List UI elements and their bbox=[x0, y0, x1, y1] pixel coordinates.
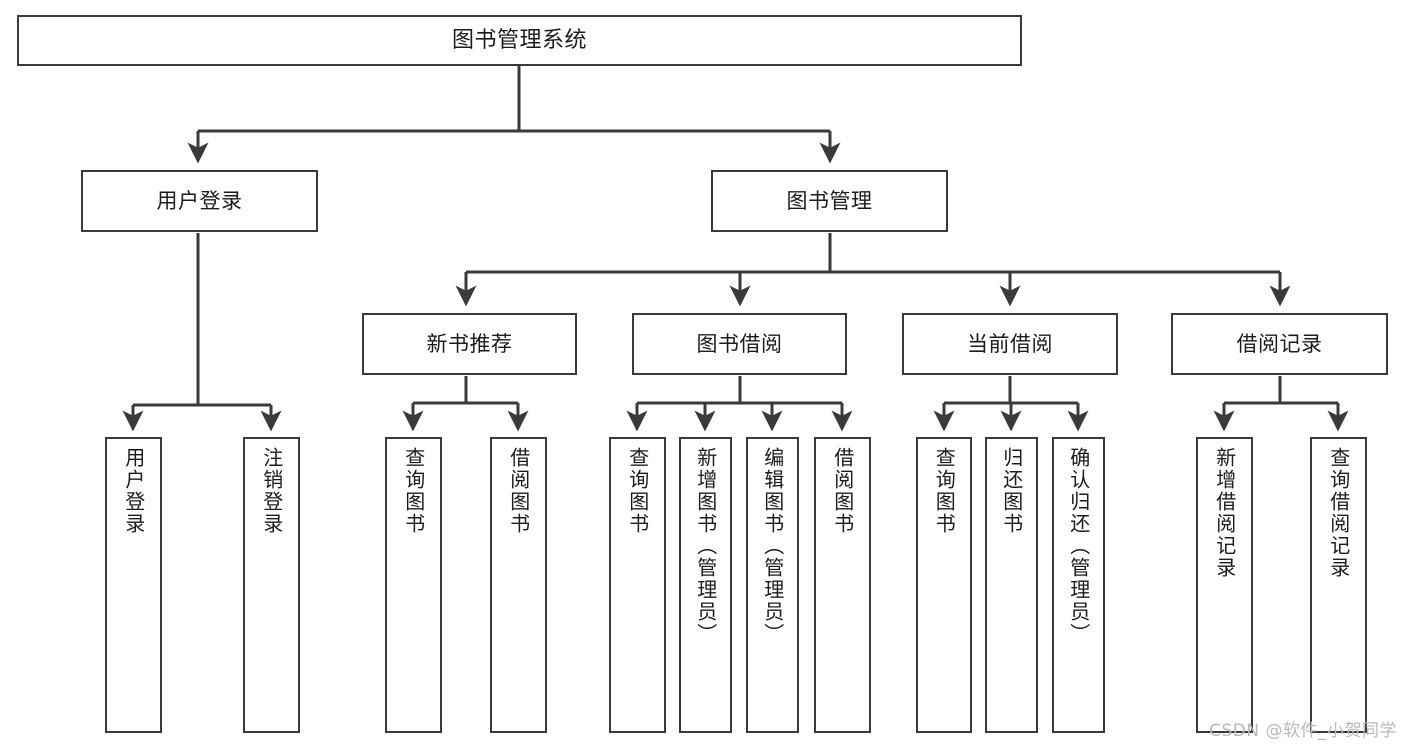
node-label: 查询图书 bbox=[401, 447, 426, 535]
node-label: 新书推荐 bbox=[426, 331, 513, 356]
node-label: 注销登录 bbox=[259, 447, 284, 535]
node-label: 确认归还（管理员） bbox=[1066, 447, 1091, 645]
node-label: 编辑图书（管理员） bbox=[760, 447, 785, 645]
node-book-borrow[interactable]: 图书借阅 bbox=[632, 313, 847, 375]
node-label: 查询借阅记录 bbox=[1326, 447, 1351, 579]
leaf-record-add-record[interactable]: 新增借阅记录 bbox=[1196, 437, 1253, 733]
node-label: 新增图书（管理员） bbox=[693, 447, 718, 645]
node-label: 借阅记录 bbox=[1236, 331, 1323, 356]
leaf-current-confirm-return-admin[interactable]: 确认归还（管理员） bbox=[1052, 437, 1105, 733]
leaf-borrow-query-book[interactable]: 查询图书 bbox=[609, 437, 666, 733]
leaf-user-login-signout[interactable]: 注销登录 bbox=[243, 437, 300, 733]
leaf-current-return-book[interactable]: 归还图书 bbox=[985, 437, 1038, 733]
node-label: 查询图书 bbox=[625, 447, 650, 535]
node-label: 新增借阅记录 bbox=[1212, 447, 1237, 579]
node-label: 图书管理系统 bbox=[451, 27, 587, 53]
csdn-watermark: CSDN @软件_小贺同学 bbox=[1209, 721, 1397, 741]
leaf-recommend-borrow-book[interactable]: 借阅图书 bbox=[490, 437, 547, 733]
node-label: 图书管理 bbox=[786, 188, 873, 213]
leaf-record-query-record[interactable]: 查询借阅记录 bbox=[1310, 437, 1367, 733]
leaf-borrow-add-book-admin[interactable]: 新增图书（管理员） bbox=[679, 437, 732, 733]
node-label: 用户登录 bbox=[156, 188, 243, 213]
leaf-current-query-book[interactable]: 查询图书 bbox=[916, 437, 972, 733]
node-current-borrow[interactable]: 当前借阅 bbox=[902, 313, 1118, 375]
node-root-system[interactable]: 图书管理系统 bbox=[17, 15, 1022, 66]
leaf-borrow-edit-book-admin[interactable]: 编辑图书（管理员） bbox=[746, 437, 799, 733]
node-new-book-recommend[interactable]: 新书推荐 bbox=[362, 313, 577, 375]
node-label: 当前借阅 bbox=[967, 331, 1053, 356]
node-label: 归还图书 bbox=[999, 447, 1024, 535]
leaf-user-login-signin[interactable]: 用户登录 bbox=[105, 437, 162, 733]
leaf-borrow-borrow-book[interactable]: 借阅图书 bbox=[814, 437, 871, 733]
node-label: 查询图书 bbox=[932, 447, 957, 535]
node-user-login[interactable]: 用户登录 bbox=[81, 170, 318, 232]
node-book-management[interactable]: 图书管理 bbox=[711, 170, 948, 232]
node-borrow-record[interactable]: 借阅记录 bbox=[1171, 313, 1388, 375]
leaf-recommend-query-book[interactable]: 查询图书 bbox=[385, 437, 442, 733]
node-label: 借阅图书 bbox=[506, 447, 531, 535]
node-label: 借阅图书 bbox=[830, 447, 855, 535]
node-label: 用户登录 bbox=[121, 447, 146, 535]
node-label: 图书借阅 bbox=[696, 331, 783, 356]
